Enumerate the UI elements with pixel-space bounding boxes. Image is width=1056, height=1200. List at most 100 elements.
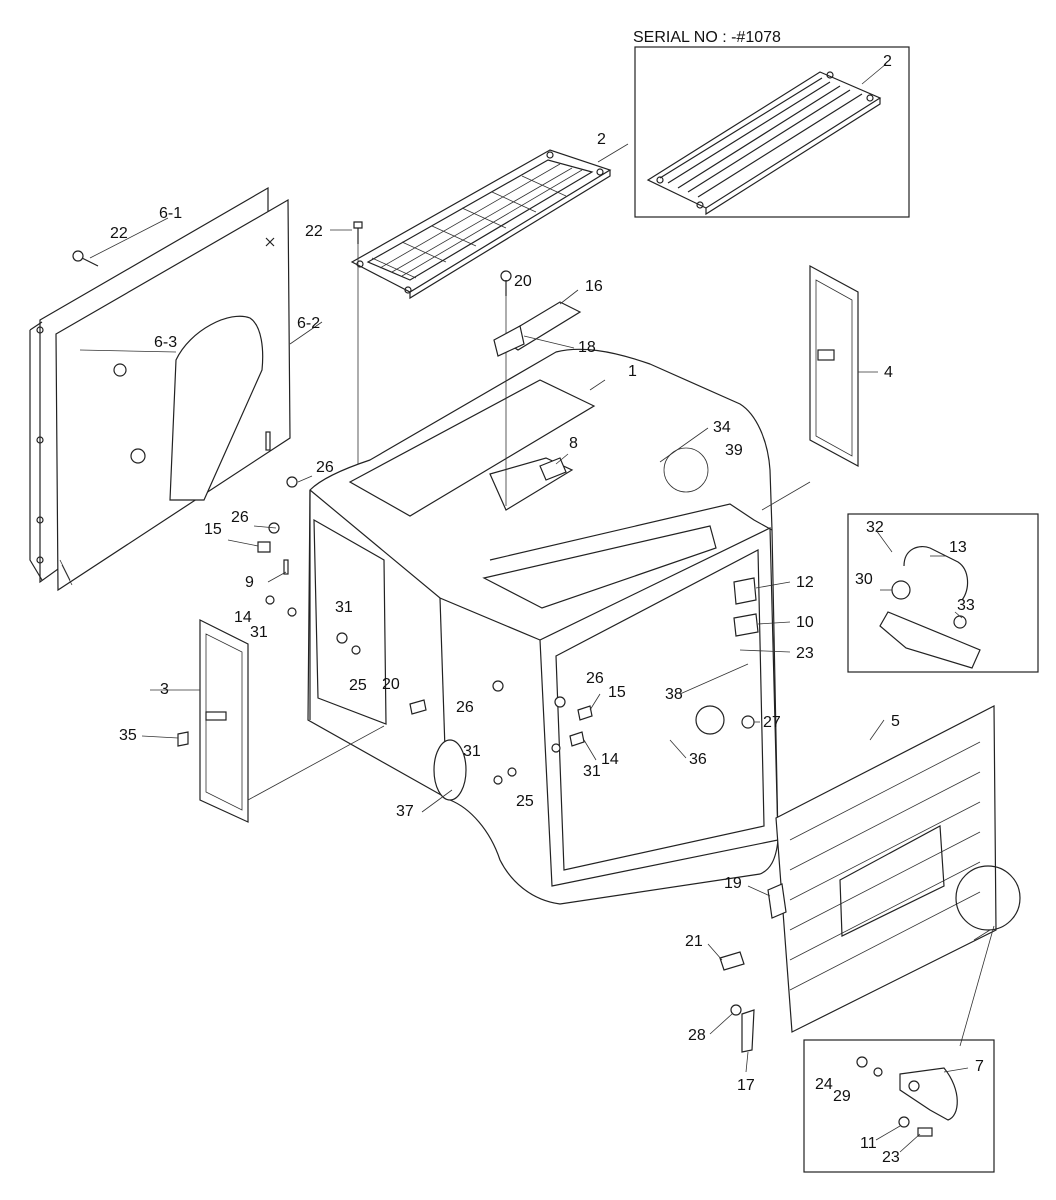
label-2: 2 [597,131,606,148]
bracket-part-18 [493,325,525,357]
washer-part-31-panel [336,632,348,644]
washer-part-29 [873,1067,883,1077]
side-panel-6-2 [55,198,291,592]
label-15-left: 15 [204,521,222,538]
leader-lines [141,289,969,1153]
label-31-hinge: 31 [583,763,601,780]
side-grille-part-4 [809,264,859,468]
bolt-part-14-door [569,731,585,747]
latch-detail-box [803,1039,995,1173]
label-17: 17 [737,1077,755,1094]
washer-part-30 [891,580,911,600]
label-26-door: 26 [456,699,474,716]
bolt-part-15-door [577,705,593,721]
label-18: 18 [578,339,596,356]
label-21: 21 [685,933,703,950]
label-3: 3 [160,681,169,698]
washer-part-27 [741,715,755,729]
label-31-door: 31 [463,743,481,760]
label-4: 4 [884,364,893,381]
label-39: 39 [725,442,743,459]
label-30: 30 [855,571,873,588]
step-rail-part-2-inset [646,63,887,216]
label-9: 9 [245,574,254,591]
washer-part-26-top [286,476,298,488]
label-26-left: 26 [231,509,249,526]
label-1: 1 [628,363,637,380]
latch-part-7 [899,1067,958,1121]
serial-number-label: SERIAL NO : -#1078 [633,29,781,46]
label-10: 10 [796,614,814,631]
label-23-right: 23 [796,645,814,662]
label-6-3: 6-3 [154,334,177,351]
nut-part-25-lower [493,775,503,785]
label-38: 38 [665,686,683,703]
label-25-lower: 25 [516,793,534,810]
grille-part-5 [775,705,1021,1033]
serial-inset-box [634,46,910,218]
clip-part-35 [177,731,189,747]
nut-part-24 [856,1056,868,1068]
label-15-door: 15 [608,684,626,701]
label-26-top: 26 [316,459,334,476]
label-31-panel: 31 [335,599,353,616]
washer-part-26-hinge [554,696,566,708]
label-20-top: 20 [514,273,532,290]
bolt-part-15-left [257,541,271,553]
label-28: 28 [688,1027,706,1044]
label-13: 13 [949,539,967,556]
label-22-left: 22 [110,225,128,242]
label-2-inset: 2 [883,53,892,70]
grille-part-2 [350,143,629,300]
label-12: 12 [796,574,814,591]
label-5: 5 [891,713,900,730]
label-31-left: 31 [250,624,268,641]
label-24: 24 [815,1076,833,1093]
label-34: 34 [713,419,731,436]
hinge-part-12 [733,577,757,605]
washer-part-28 [730,1004,742,1016]
label-25-panel: 25 [349,677,367,694]
washer-part-31-lower [507,767,517,777]
washer-part-31-left [287,607,297,617]
bracket-part-19 [767,883,787,919]
cab-frame-part-1 [307,348,779,905]
hinge-part-10 [733,613,759,637]
label-36: 36 [689,751,707,768]
bolt-20-top [500,270,512,506]
bolt-22-top [330,221,363,490]
label-7: 7 [975,1058,984,1075]
label-29: 29 [833,1088,851,1105]
label-8: 8 [569,435,578,452]
bolt-part-20-side [409,699,427,715]
bolt-22-left [72,250,99,267]
washer-part-26-door [492,680,504,692]
label-37: 37 [396,803,414,820]
label-23-detail: 23 [882,1149,900,1166]
handle-detail-box [847,513,1039,673]
nut-part-25-panel [351,645,361,655]
label-6-2: 6-2 [297,315,320,332]
grille-part-3 [199,619,249,823]
bolt-part-23-detail [917,1127,933,1137]
label-35: 35 [119,727,137,744]
latch-part-17 [741,1009,755,1053]
bolt-part-14-left [265,595,275,605]
bushing-part-11 [898,1116,910,1128]
pin-part-9 [283,559,289,575]
nut-part-33 [953,615,967,629]
label-33: 33 [957,597,975,614]
washer-part-31-door [551,743,561,753]
label-14-left: 14 [234,609,252,626]
label-19: 19 [724,875,742,892]
handle-part-13 [879,545,981,669]
label-14-door: 14 [601,751,619,768]
label-32: 32 [866,519,884,536]
label-20-side: 20 [382,676,400,693]
label-11: 11 [860,1135,877,1152]
label-16: 16 [585,278,603,295]
label-27: 27 [763,714,781,731]
label-26-hinge: 26 [586,670,604,687]
label-6-1: 6-1 [159,205,182,222]
